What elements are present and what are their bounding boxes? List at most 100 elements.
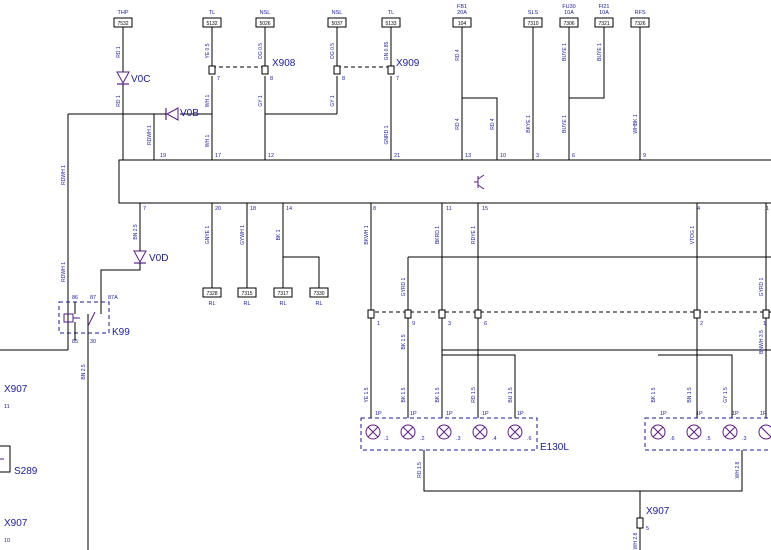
wire-label: GN 0.85 — [384, 41, 390, 60]
lamp-number: .6 — [527, 436, 532, 442]
module-pin: 15 — [482, 206, 488, 212]
wire-label: RD 1.5 — [417, 462, 423, 478]
module-pin: 9 — [643, 153, 646, 159]
wire-label: RDWH 1 — [61, 165, 67, 185]
module-pin: 19 — [160, 153, 166, 159]
terminal-rfs: RFS 7326 — [630, 10, 650, 28]
terminal-label: RL — [279, 301, 286, 307]
terminal-label: THP — [118, 10, 129, 16]
lamp-number: .3 — [742, 436, 747, 442]
module-pin: 20 — [215, 206, 221, 212]
module-pin: 13 — [465, 153, 471, 159]
lamp-icon — [722, 424, 738, 440]
lamp-number: .3 — [456, 436, 461, 442]
diode-label: V0C — [131, 74, 150, 85]
terminal-label: NSL — [332, 10, 343, 16]
terminal-code: 7330 — [313, 291, 324, 297]
wire-label: RD 1.5 — [471, 387, 477, 403]
terminal-label: TL — [209, 10, 215, 16]
harness-pin: 2 — [700, 321, 703, 327]
wire-label: BKWH 1 — [364, 225, 370, 244]
bottom-terminals: 7328 RL 7315 RL 7317 RL 7330 RL — [202, 287, 329, 307]
terminal-tl-5132: TL 5132 — [202, 10, 222, 28]
harness-pin: 1 — [763, 321, 766, 327]
module-pin: 21 — [394, 153, 400, 159]
terminal-thp: THP 7532 — [113, 10, 133, 28]
terminal-code: 7326 — [634, 21, 645, 27]
connector-x909-label: X909 — [396, 58, 420, 69]
terminal-code: 104 — [458, 21, 467, 27]
module-pin: 14 — [286, 206, 292, 212]
terminal-tl-5133: TL 5133 — [381, 10, 401, 28]
connector-x907-pin: 11 — [4, 404, 10, 410]
lamp-cluster-e130l-label: E130L — [540, 442, 569, 453]
lamp-number: .4 — [492, 436, 497, 442]
wire-label: RD 4 — [490, 118, 496, 130]
transistor-icon — [474, 174, 485, 190]
harness-pin: 3 — [448, 321, 451, 327]
terminal-code: 5037 — [331, 21, 342, 27]
relay-pin: 87A — [108, 295, 118, 301]
lamp-number: .2 — [420, 436, 425, 442]
lamp-icon — [472, 424, 488, 440]
wire-label: BUYE 1 — [562, 43, 568, 61]
terminal-code: 7317 — [277, 291, 288, 297]
wire-label: RD 1 — [116, 46, 122, 58]
wire-label: WH 1 — [205, 135, 211, 148]
wire-label: RD 4 — [455, 118, 461, 130]
wire-label: BK 1.5 — [401, 334, 407, 349]
lamp-icon — [650, 424, 666, 440]
wire-label: OG 0.5 — [330, 43, 336, 59]
relay-k99-label: K99 — [112, 327, 130, 338]
terminal-code: 5132 — [206, 21, 217, 27]
module-pin: 17 — [215, 153, 221, 159]
wire-label: GYWH 1 — [240, 225, 246, 245]
lamp-icon — [686, 424, 702, 440]
connector-x907-pin: 10 — [4, 538, 10, 544]
wire-label: BK 1 — [276, 229, 282, 240]
lamp-pin: 1P — [375, 411, 382, 417]
wire-label: GNYE 1 — [205, 226, 211, 245]
terminal-code: 7306 — [563, 21, 574, 27]
connector-x907-label: X907 — [4, 384, 28, 395]
wire-label: BK 1.5 — [401, 387, 407, 402]
connectors-x908-x909: 7 8 8 7 X908 X909 — [208, 58, 420, 82]
module-pin: 8 — [373, 206, 376, 212]
terminal-code: 7321 — [598, 21, 609, 27]
wire-label: RD 1 — [116, 95, 122, 107]
relay-pin: 85 — [72, 339, 78, 345]
terminal-code: 7328 — [206, 291, 217, 297]
lamp-number: .1 — [384, 436, 389, 442]
connector-pin: 7 — [396, 76, 399, 82]
left-components: X907 11 S289 X907 10 — [0, 384, 38, 544]
wire-label: BK 1.5 — [651, 387, 657, 402]
lamp-pin: 1P — [410, 411, 417, 417]
lamp-icon — [400, 424, 416, 440]
wire-label: GY 1.5 — [723, 387, 729, 403]
wire-label: RDWH 1 — [61, 262, 67, 282]
terminal-code: 7310 — [527, 21, 538, 27]
wire-label: BK 1.5 — [435, 387, 441, 402]
diode-label: V0D — [149, 253, 168, 264]
wire-label: RD 4 — [455, 49, 461, 61]
terminal-label: RL — [208, 301, 215, 307]
lamp-cluster-right: .6 .5 .3 1P 1P 1P 1P — [644, 411, 771, 451]
harness-pin: 1 — [377, 321, 380, 327]
harness-connector: 1 9 3 6 2 1 — [367, 309, 771, 327]
wire-label: BU 1.5 — [508, 387, 514, 403]
connector-x907-label: X907 — [646, 506, 670, 517]
terminal-nsl-5026: NSL 5026 — [255, 10, 275, 28]
terminal-code: 7532 — [117, 21, 128, 27]
wire-label: OG 0.5 — [258, 43, 264, 59]
connector-pin: 8 — [270, 76, 273, 82]
wire-label: WH 2.8 — [735, 461, 741, 478]
wire-label: GYRD 1 — [759, 277, 765, 296]
module-pin: 7 — [143, 206, 146, 212]
diode-v0b: V0B — [160, 107, 199, 121]
diodes: V0C V0B V0D — [116, 71, 199, 264]
lamp-pin: 1P — [732, 411, 739, 417]
